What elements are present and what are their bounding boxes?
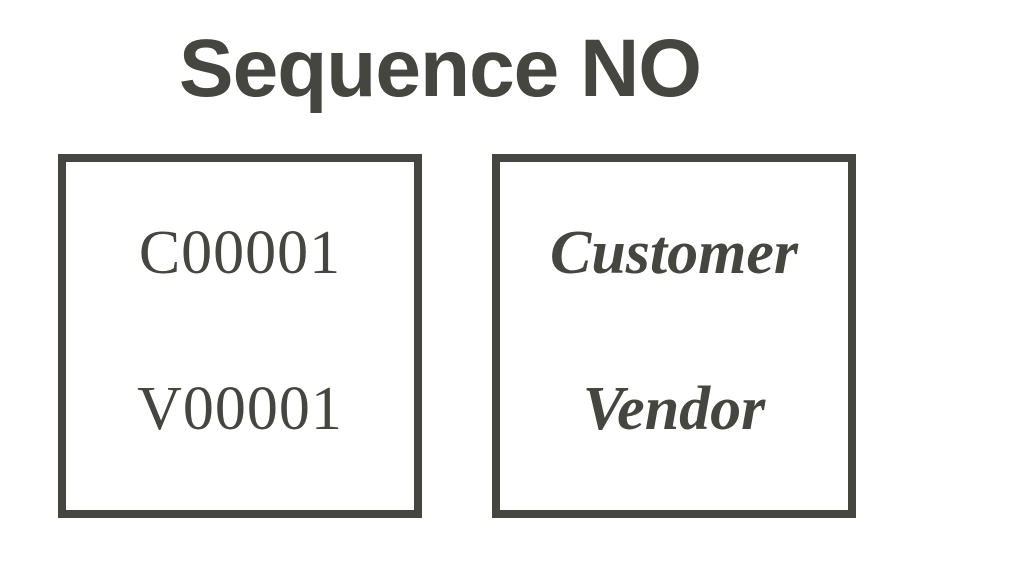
entity-type-box: Customer Vendor [492, 154, 856, 518]
sequence-code-box: C00001 V00001 [58, 154, 422, 518]
entity-label-vendor: Vendor [582, 375, 766, 444]
page-title: Sequence NO [178, 23, 702, 114]
sequence-code-customer: C00001 [138, 219, 342, 288]
sequence-code-vendor: V00001 [137, 375, 343, 444]
entity-label-customer: Customer [549, 219, 799, 288]
